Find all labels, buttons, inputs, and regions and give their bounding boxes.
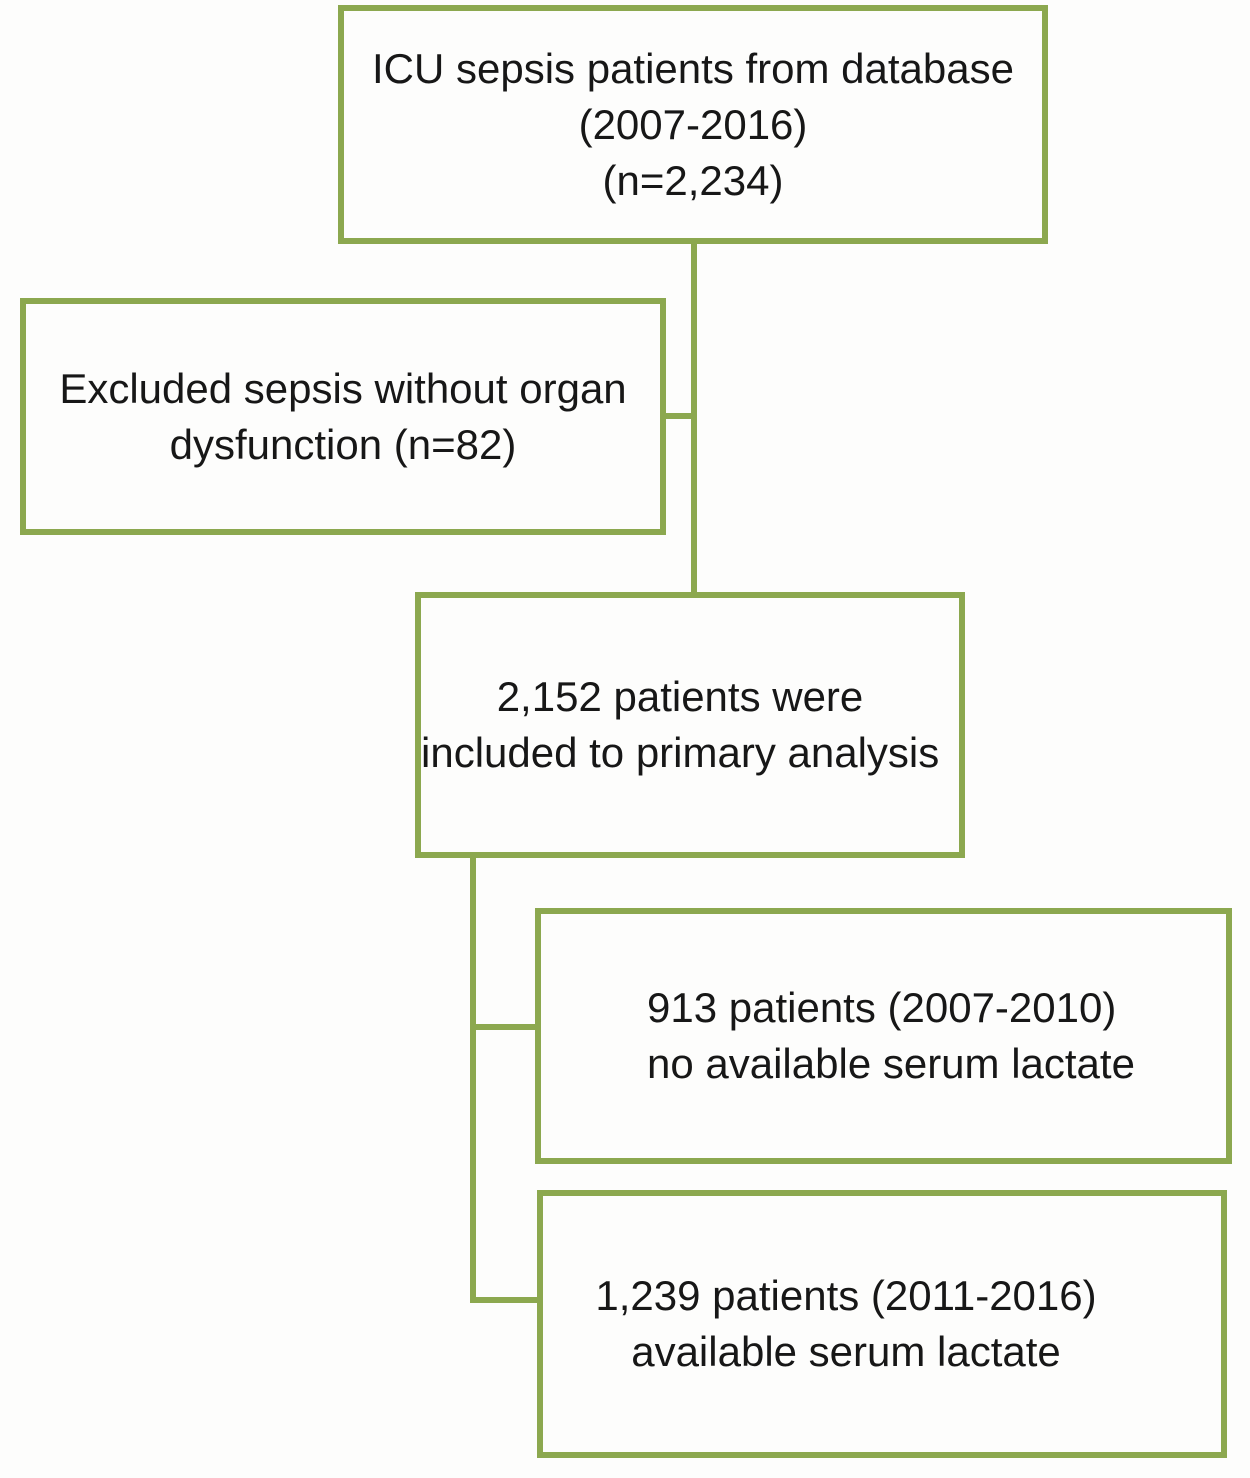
connector-included-to-branches-vertical (470, 856, 476, 1303)
box-source-line-1: ICU sepsis patients from database (372, 44, 1014, 92)
box-source-population: ICU sepsis patients from database (2007-… (338, 5, 1048, 244)
box-excluded-line-1: Excluded sepsis without organ (59, 364, 627, 412)
box-included-line-1: 2,152 patients were (496, 673, 864, 720)
box-lactate-line-2: available serum lactate (631, 1328, 1061, 1375)
box-source-line-2: (2007-2016) (578, 100, 808, 148)
box-lactate-line-1: 1,239 patients (2011-2016) (595, 1272, 1097, 1319)
box-source-line-3: (n=2,234) (602, 156, 784, 204)
box-available-serum-lactate: 1,239 patients (2011-2016) available ser… (537, 1190, 1227, 1458)
connector-excluded-branch-horizontal (666, 413, 691, 419)
box-no-serum-lactate: 913 patients (2007-2010) no available se… (535, 908, 1232, 1164)
box-excluded-line-2: dysfunction (n=82) (169, 420, 517, 468)
box-primary-analysis: 2,152 patients were included to primary … (415, 592, 965, 858)
box-no-lactate-line-1: 913 patients (2007-2010) (647, 984, 1117, 1031)
box-included-line-2: included to primary analysis (421, 729, 940, 776)
box-excluded-patients: Excluded sepsis without organ dysfunctio… (20, 298, 666, 535)
box-no-lactate-line-2: no available serum lactate (647, 1040, 1135, 1087)
connector-source-to-included-vertical (691, 244, 697, 592)
connector-no-lactate-branch-horizontal (476, 1024, 535, 1030)
connector-lactate-branch-horizontal (476, 1297, 537, 1303)
